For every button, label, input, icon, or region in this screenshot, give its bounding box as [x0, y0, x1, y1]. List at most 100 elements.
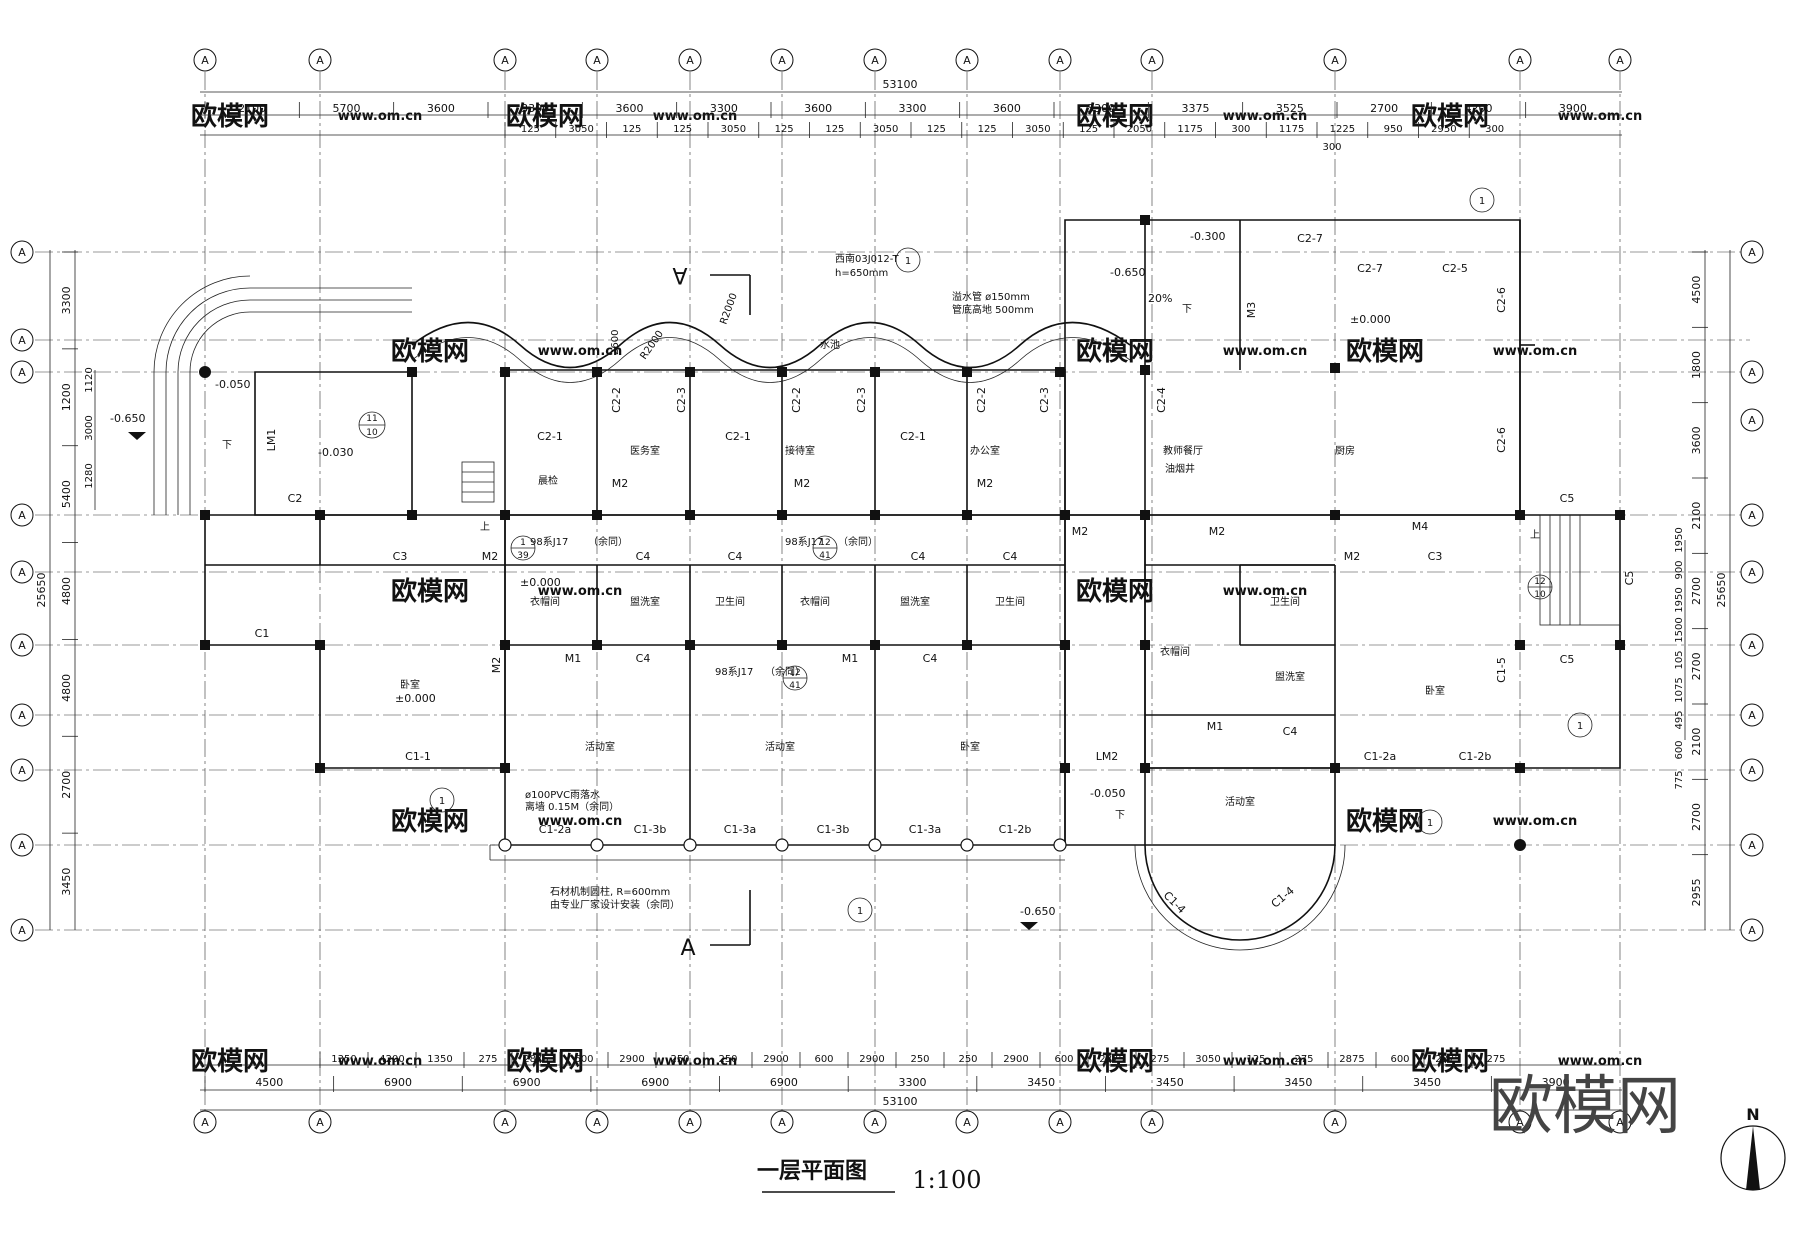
- top-sub-dimension: 1225: [1330, 124, 1355, 135]
- window-C5-a: C5: [1560, 492, 1575, 505]
- round-column: [960, 838, 974, 852]
- window-C1-5: C1-5: [1495, 657, 1508, 683]
- axis-bubble: A: [308, 48, 332, 72]
- structural-column: [1140, 510, 1150, 520]
- window-C2-6-b: C2-6: [1495, 427, 1508, 453]
- detail-ref-12-b: 12: [789, 668, 800, 678]
- right-inner-dimension: 495: [1674, 710, 1685, 729]
- top-sub-dimension: 3050: [568, 124, 593, 135]
- watermark-text: 欧模网: [391, 336, 469, 367]
- right-dimension: 3600: [1690, 426, 1703, 454]
- detail-ref-39: 39: [517, 551, 529, 561]
- axis-bubble-label: A: [1748, 709, 1756, 722]
- bottom-sub-dimension: 2875: [1339, 1054, 1364, 1065]
- axis-bubble-label: A: [1148, 54, 1156, 67]
- structural-column: [685, 640, 695, 650]
- axis-bubble-label: A: [316, 1116, 324, 1129]
- axis-bubble-label: A: [1748, 924, 1756, 937]
- axis-bubble: A: [1323, 1110, 1347, 1134]
- bottom-dimension: 6900: [384, 1076, 412, 1089]
- axis-bubble-label: A: [871, 1116, 879, 1129]
- bottom-dimension: 3450: [1284, 1076, 1312, 1089]
- axis-bubble-label: A: [1516, 1116, 1524, 1129]
- top-dimension: 2700: [1370, 102, 1398, 115]
- axis-bubble-label: A: [1748, 246, 1756, 259]
- bottom-dimension: 3450: [1027, 1076, 1055, 1089]
- window-C4-5: C4: [636, 652, 651, 665]
- door-M1-b: M1: [842, 652, 859, 665]
- top-sub-dimension: 300: [1231, 124, 1250, 135]
- right-inner-dimension: 105: [1674, 650, 1685, 669]
- typical-note-b: （余同）: [838, 535, 878, 548]
- room-wash-3: 盥洗室: [1275, 670, 1305, 683]
- left-dimension: 1200: [60, 383, 73, 411]
- right-inner-dimension: 1075: [1674, 677, 1685, 702]
- level-corridor: ±0.000: [520, 576, 561, 589]
- round-column: [1514, 839, 1526, 851]
- window-C4-7: C4: [1283, 725, 1298, 738]
- room-morning-check: 晨检: [538, 474, 558, 487]
- section-mark-top: A: [672, 262, 687, 287]
- structural-column: [592, 640, 602, 650]
- column-note-2: 由专业厂家设计安装（余同）: [550, 898, 680, 911]
- right-dimension: 4500: [1690, 276, 1703, 304]
- left-dimension: 4800: [60, 577, 73, 605]
- axis-bubble: A: [585, 1110, 609, 1134]
- axis-bubble-label: A: [316, 54, 324, 67]
- top-sub-dimension: 3050: [1025, 124, 1050, 135]
- detail-ref-10b: 10: [1534, 590, 1546, 600]
- room-staff-dining: 教师餐厅: [1163, 444, 1203, 457]
- level-triangles: [128, 432, 1038, 930]
- bottom-sub-dimension: 250: [958, 1054, 977, 1065]
- axis-bubble: A: [10, 703, 34, 727]
- axis-bubble-label: A: [1331, 1116, 1339, 1129]
- right-dimension: 1800: [1690, 351, 1703, 379]
- axis-bubble: A: [1740, 240, 1764, 264]
- j17-ref-a: 98系J17: [530, 536, 568, 548]
- structural-column: [200, 510, 210, 520]
- bottom-sub-dimension: 275: [1486, 1054, 1505, 1065]
- north-label: N: [1746, 1105, 1759, 1124]
- window-C5-c: C5: [1560, 653, 1575, 666]
- detail-ref-1-a: 1: [520, 538, 526, 548]
- structural-column: [315, 510, 325, 520]
- right-dimension: 2100: [1690, 728, 1703, 756]
- axis-bubble-label: A: [18, 709, 26, 722]
- structural-column: [962, 640, 972, 650]
- watermark-text: 欧模网: [191, 101, 269, 132]
- axis-bubble-label: A: [1748, 764, 1756, 777]
- axis-bubble-label: A: [686, 54, 694, 67]
- structural-column: [1060, 510, 1070, 520]
- window-C2-3-c: C2-3: [1038, 387, 1051, 413]
- top-dimension: 3900: [1559, 102, 1587, 115]
- column-note: 石材机制圆柱, R=600mm: [550, 885, 670, 898]
- axis-bubble-label: A: [778, 54, 786, 67]
- right-dimension: 2955: [1690, 878, 1703, 906]
- window-C1-2a-w: C1-2a: [539, 823, 571, 836]
- room-activity-1: 活动室: [585, 740, 615, 753]
- top-dimension: 3375: [1182, 102, 1210, 115]
- bottom-sub-dimension: 1350: [331, 1054, 356, 1065]
- structural-column: [870, 640, 880, 650]
- structural-column: [1330, 363, 1340, 373]
- window-C2-1-a: C2-1: [537, 430, 563, 443]
- window-C2-3-a: C2-3: [675, 387, 688, 413]
- room-oil-well: 油烟井: [1165, 462, 1195, 475]
- door-M2-b: M2: [612, 477, 629, 490]
- round-column: [590, 838, 604, 852]
- overall-bottom-dim: 53100: [883, 1095, 918, 1108]
- brand-logo: 欧模网: [1489, 1070, 1681, 1144]
- level-marks: -0.650 -0.050 -0.030 ±0.000 ±0.000 -0.30…: [110, 230, 1391, 918]
- top-sub-dimension: 125: [927, 124, 946, 135]
- top-sub-dimension: 3050: [721, 124, 746, 135]
- axis-bubble: A: [955, 48, 979, 72]
- detail-num-d: 1: [439, 796, 445, 807]
- axis-grid-lines: [35, 72, 1750, 1110]
- axis-bubble: A: [1740, 703, 1764, 727]
- axis-bubbles: AAAAAAAAAAAAAAAAAAAAAAAAAAAAAAAAAAAAAAAA…: [10, 48, 1764, 1134]
- room-bedroom-west: 卧室: [400, 678, 420, 691]
- top-dimension: 3600: [616, 102, 644, 115]
- window-C2-2-c: C2-2: [975, 387, 988, 413]
